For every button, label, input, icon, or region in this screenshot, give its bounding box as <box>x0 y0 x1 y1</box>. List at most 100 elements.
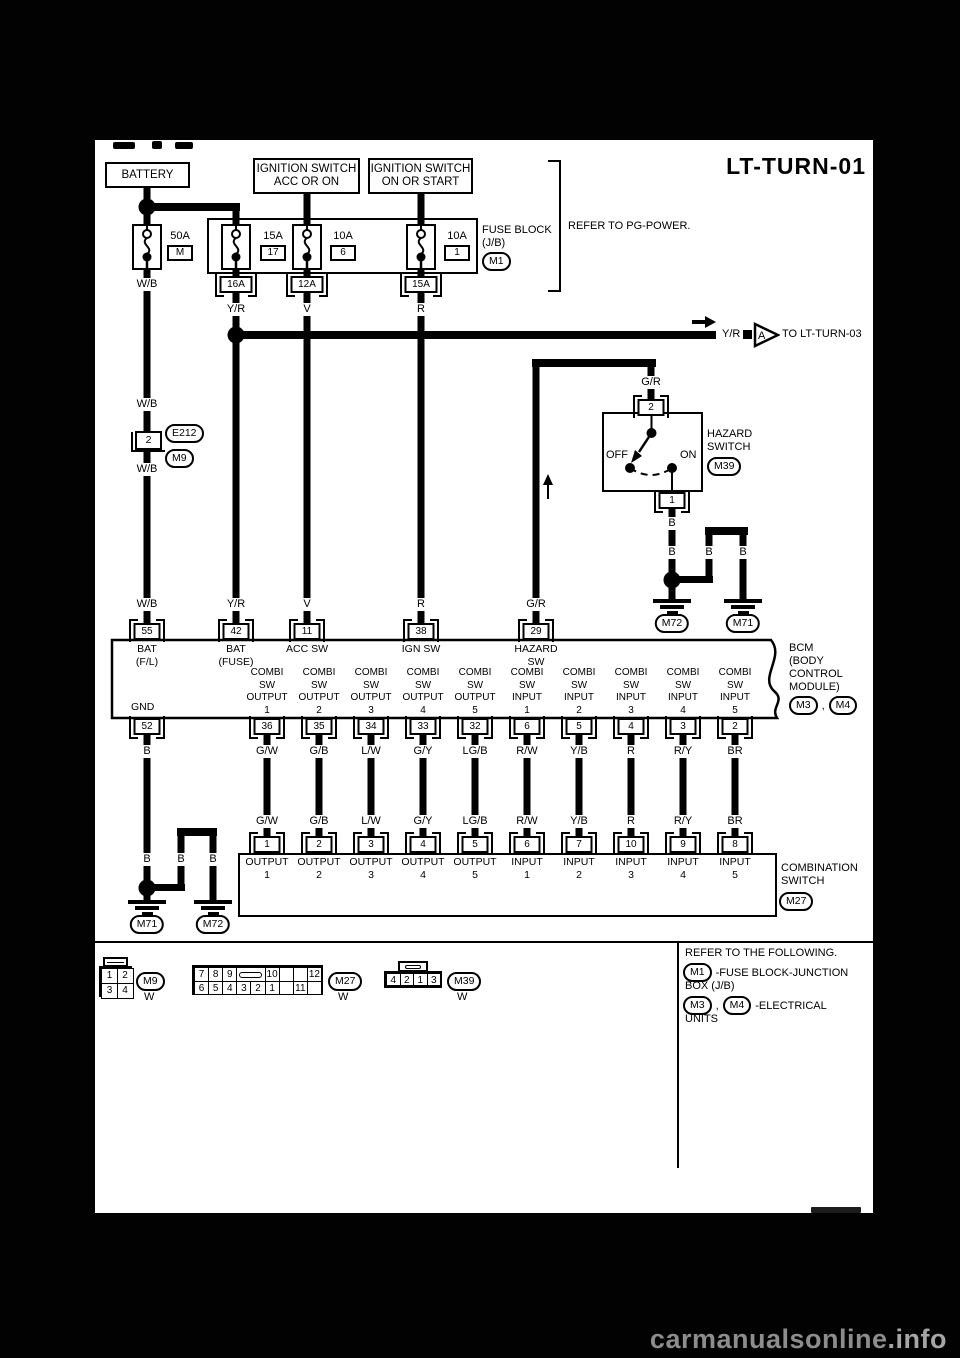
battery-label: BATTERY <box>121 168 174 181</box>
bcm-pin-55: 55 <box>129 619 165 642</box>
page-edge-artifact <box>152 141 162 149</box>
arrow-right-icon <box>692 316 716 328</box>
combination-switch-pin-8: 8 <box>717 832 753 855</box>
connector-cell: 3 <box>426 973 441 986</box>
legend-m27-oval: M27 <box>328 972 363 991</box>
m71-ground-oval: M71 <box>129 915 165 934</box>
m27-connector-oval: M27 <box>779 892 814 911</box>
bcm-pin-32: 32 <box>457 716 493 739</box>
wire-label: R/Y <box>671 745 695 758</box>
connector-cell: 1 <box>264 980 280 995</box>
combination-switch-label: COMBINATION SWITCH <box>781 862 858 887</box>
bcm-pin-2: 2 <box>717 716 753 739</box>
pg-power-note: REFER TO PG-POWER. <box>568 220 691 232</box>
fuse-amp-label: 15A <box>263 230 283 242</box>
m72-ground-oval: M72 <box>654 614 690 633</box>
fuse-amp-label: 50A <box>170 230 190 242</box>
pin-number: 6 <box>513 718 541 735</box>
wire-gr <box>532 359 540 626</box>
legend-m39-oval: M39 <box>447 972 482 991</box>
pin-number: 9 <box>669 836 697 853</box>
junction-dot <box>227 326 245 344</box>
pin-number: 4 <box>409 836 437 853</box>
bcm-pin-6: 6 <box>509 716 545 739</box>
separator-line <box>95 941 873 943</box>
legend-m9-oval: M9 <box>136 972 165 991</box>
bcm-terminal-label: IGN SW <box>401 643 441 655</box>
wire-label: V <box>301 598 313 611</box>
wire-label: G/W <box>254 745 280 758</box>
combination-switch-box <box>238 853 777 917</box>
wire-label: B <box>737 546 749 559</box>
wire-label: G/B <box>307 745 331 758</box>
m71-ground-oval: M71 <box>725 614 761 633</box>
wire-label: L/W <box>359 815 383 828</box>
pin-number: 7 <box>565 836 593 853</box>
wire-label: G/Y <box>411 745 435 758</box>
wire-label: R/W <box>514 745 540 758</box>
bcm-connector-refs: M3 , M4 <box>789 696 858 715</box>
bcm-label: BCM (BODY CONTROL MODULE) <box>789 642 843 693</box>
bcm-pin-35: 35 <box>301 716 337 739</box>
connector-cell: 2 <box>250 980 266 995</box>
ground-icon <box>127 900 167 918</box>
pin-number: 5 <box>461 836 489 853</box>
connector-cell <box>278 980 294 995</box>
wire-b <box>143 735 151 900</box>
wire-label: W/B <box>134 598 160 611</box>
legend-item-1: M1 -FUSE BLOCK-JUNCTION <box>683 963 848 982</box>
pin-number: 2 <box>305 836 333 853</box>
pin-number: 42 <box>222 623 250 640</box>
fuse-id-box: 6 <box>330 245 356 261</box>
pin-number: 33 <box>409 718 437 735</box>
wire-label: Y/R <box>224 303 248 316</box>
wire <box>669 576 713 583</box>
connector-cell <box>236 967 266 982</box>
e212-connector-oval: E212 <box>165 424 204 443</box>
bcm-pin-11: 11 <box>289 619 325 642</box>
wire-label: R/W <box>514 815 540 828</box>
wire-label: W/B <box>134 278 160 291</box>
drawing-code-smudge <box>811 1207 861 1213</box>
pin-number: 34 <box>357 718 385 735</box>
wire-branch <box>147 203 240 211</box>
wire-label: B <box>141 853 153 866</box>
bcm-pin-33: 33 <box>405 716 441 739</box>
wire-label: B <box>141 745 153 758</box>
wire-label: G/R <box>524 598 548 611</box>
legend-item-1-line2: BOX (J/B) <box>685 980 735 992</box>
connector-cell: 2 <box>399 973 414 986</box>
pin-number: 36 <box>253 718 281 735</box>
bcm-pin-5: 5 <box>561 716 597 739</box>
ref-tag-label: A <box>758 330 766 342</box>
wire-label: B <box>703 546 715 559</box>
combination-switch-pin-6: 6 <box>509 832 545 855</box>
m9-inline-connector-oval: M9 <box>165 449 194 468</box>
legend-m3-oval: M3 <box>683 996 712 1015</box>
junction-dot <box>138 879 156 897</box>
bcm-pin-3: 3 <box>665 716 701 739</box>
fuse-amp-label: 10A <box>447 230 467 242</box>
fuse-block-label: FUSE BLOCK (J/B) <box>482 224 552 249</box>
to-ref-text: TO LT-TURN-03 <box>782 328 862 340</box>
connector-cell: 4 <box>386 973 401 986</box>
wire-label: G/Y <box>411 815 435 828</box>
connector-cell: 11 <box>292 980 308 995</box>
connector-cell: 10 <box>264 967 280 982</box>
bcm-terminal-label: BAT(FUSE) <box>218 643 254 668</box>
hazard-switch-label: HAZARD SWITCH <box>707 428 753 453</box>
pin-number: 35 <box>305 718 333 735</box>
ignition-acc-box: IGNITION SWITCH ACC OR ON <box>253 158 360 194</box>
hazard-pin-2: 2 <box>633 395 669 418</box>
